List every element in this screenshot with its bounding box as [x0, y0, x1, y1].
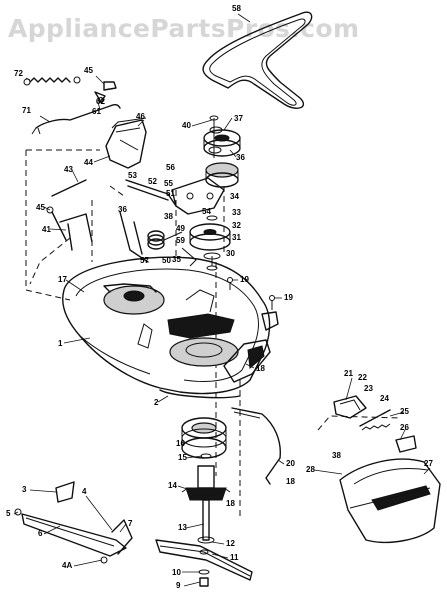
callout-5: 5 — [6, 509, 11, 518]
spindle-assembly-14 — [181, 453, 231, 544]
callout-34: 34 — [230, 192, 239, 201]
callout-37: 37 — [234, 114, 243, 123]
rear-hanger-rods — [46, 179, 93, 251]
front-link-assembly — [14, 481, 133, 564]
callout-20: 20 — [286, 459, 295, 468]
callout-27: 27 — [424, 459, 433, 468]
idler-rod-20 — [231, 407, 281, 485]
hanger-clip-group — [94, 81, 117, 103]
callout-12: 12 — [226, 539, 235, 548]
callout-25: 25 — [400, 407, 409, 416]
callout-38: 38 — [164, 212, 173, 221]
bolts-19 — [227, 277, 275, 310]
callout-18-a: 18 — [256, 364, 265, 373]
callout-26: 26 — [400, 423, 409, 432]
callout-54: 54 — [202, 207, 211, 216]
callout-72: 72 — [14, 69, 23, 78]
callout-43: 43 — [64, 165, 73, 174]
callout-40: 40 — [182, 121, 191, 130]
callout-7: 7 — [128, 519, 133, 528]
callout-3: 3 — [22, 485, 27, 494]
callout-52: 52 — [148, 177, 157, 186]
callout-46: 46 — [136, 112, 145, 121]
callout-45-top: 45 — [84, 66, 93, 75]
callout-4A: 4A — [62, 561, 72, 570]
spring-72 — [23, 76, 81, 86]
callout-62: 62 — [96, 97, 105, 106]
callout-13: 13 — [178, 523, 187, 532]
callout-36: 36 — [236, 153, 245, 162]
callout-57: 57 — [140, 256, 149, 265]
callout-9: 9 — [176, 581, 181, 590]
leader-lines — [13, 13, 431, 587]
callout-55: 55 — [164, 179, 173, 188]
callout-50: 50 — [162, 256, 171, 265]
dashed-reference-lines — [25, 149, 401, 520]
callout-24: 24 — [380, 394, 389, 403]
mower-blade — [155, 539, 253, 581]
idler-spring-group — [119, 179, 197, 267]
callout-labels: 58 72 45 61 62 71 46 44 40 37 36 56 55 5… — [6, 4, 433, 590]
callout-71: 71 — [22, 106, 31, 115]
callout-10: 10 — [172, 568, 181, 577]
callout-33: 33 — [232, 208, 241, 217]
callout-18-b: 18 — [226, 499, 235, 508]
mower-deck-housing — [62, 256, 279, 395]
callout-17: 17 — [58, 275, 67, 284]
deck-bracket-44 — [105, 119, 147, 169]
blade-nut-washer — [198, 569, 210, 587]
spindle-pulley-stack — [171, 115, 241, 271]
callout-32: 32 — [232, 221, 241, 230]
callout-56: 56 — [166, 163, 175, 172]
callout-14: 14 — [168, 481, 177, 490]
drive-belt — [202, 11, 313, 109]
callout-11: 11 — [230, 553, 239, 562]
callout-1: 1 — [58, 339, 63, 348]
callout-51: 51 — [166, 189, 175, 198]
callout-6: 6 — [38, 529, 43, 538]
callout-16: 16 — [176, 439, 185, 448]
discharge-deflector — [333, 395, 441, 543]
callout-58: 58 — [232, 4, 241, 13]
belt-guard-and-pulley-16 — [159, 389, 241, 459]
callout-2: 2 — [154, 398, 159, 407]
callout-19-b: 19 — [284, 293, 293, 302]
callout-30: 30 — [226, 249, 235, 258]
drive-belt-inner — [209, 18, 306, 106]
callout-35: 35 — [172, 255, 181, 264]
callout-31: 31 — [232, 233, 241, 242]
callout-4: 4 — [82, 487, 87, 496]
callout-61: 61 — [92, 107, 101, 116]
callout-49: 49 — [176, 224, 185, 233]
callout-22: 22 — [358, 373, 367, 382]
callout-59: 59 — [176, 236, 185, 245]
callout-28: 28 — [306, 465, 315, 474]
front-hanger-rod — [35, 103, 121, 129]
callout-21: 21 — [344, 369, 353, 378]
callout-15: 15 — [178, 453, 187, 462]
callout-53: 53 — [128, 171, 137, 180]
callout-19-a: 19 — [240, 275, 249, 284]
callout-23: 23 — [364, 384, 373, 393]
callout-38-b: 38 — [332, 451, 341, 460]
callout-45-left: 45 — [36, 203, 45, 212]
callout-18-c: 18 — [286, 477, 295, 486]
callout-36-b: 36 — [118, 205, 127, 214]
callout-41: 41 — [42, 225, 51, 234]
callout-44: 44 — [84, 158, 93, 167]
